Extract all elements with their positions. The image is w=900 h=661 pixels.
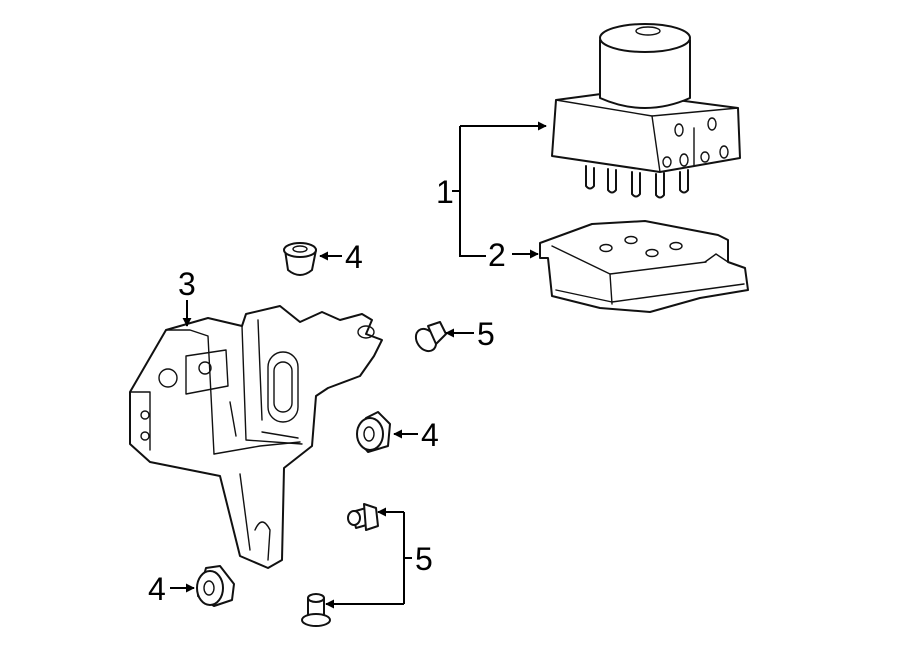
bolt-middle [347,503,379,531]
bolt-bottom [301,593,331,627]
grommet-middle [356,411,391,453]
grommet-bottom [196,565,235,607]
modulator-unit [551,23,741,199]
callout-5-top-label: 5 [477,316,495,352]
mounting-bracket [129,305,383,569]
callout-5-bottom-label: 5 [415,541,433,577]
bolt-top [414,321,447,353]
grommet-top [283,242,317,276]
callout-4-top-label: 4 [345,239,363,275]
callout-4-middle-label: 4 [421,417,439,453]
callout-3-label: 3 [178,266,196,302]
callout-1-label: 1 [436,174,454,210]
leader-lines [170,121,547,609]
callout-4-bottom-label: 4 [148,571,166,607]
callout-2-label: 2 [488,237,506,273]
control-module [539,220,749,313]
